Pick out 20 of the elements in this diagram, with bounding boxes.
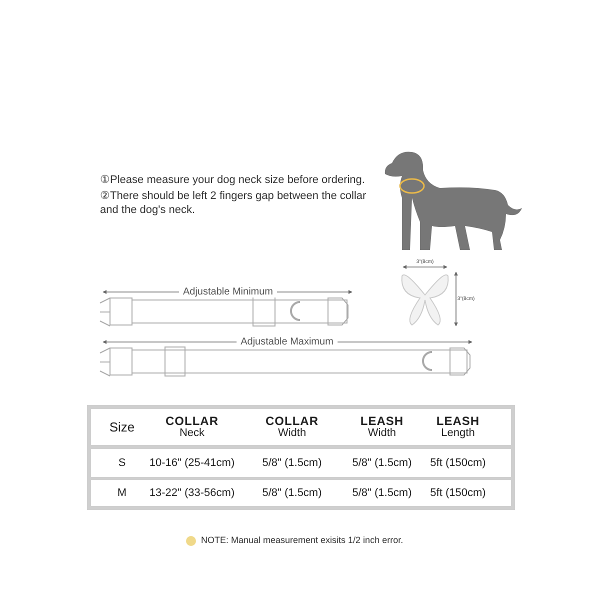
note-text: NOTE: Manual measurement exisits 1/2 inch error. — [201, 535, 404, 545]
dimension-label: Adjustable Minimum — [178, 286, 278, 298]
size-label: M — [117, 487, 127, 499]
column-header: LEASH Length — [436, 415, 480, 439]
dimension-label: Adjustable Maximum — [236, 336, 338, 348]
table-value: 5ft (150cm) — [430, 457, 486, 469]
table-value: 5/8" (1.5cm) — [352, 487, 412, 499]
table-value: 5/8" (1.5cm) — [262, 487, 322, 499]
size-label: S — [118, 457, 126, 469]
table-value: 5/8" (1.5cm) — [262, 457, 322, 469]
column-header: COLLAR Neck — [166, 415, 218, 439]
instruction-text: ①Please measure your dog neck size before ordering. — [100, 173, 366, 187]
column-header: Size — [109, 420, 135, 434]
table-value: 13-22" (33-56cm) — [149, 487, 235, 499]
table-value: 10-16" (25-41cm) — [149, 457, 235, 469]
column-header: LEASH Width — [360, 415, 404, 439]
instruction-text: ②There should be left 2 fingers gap between the collar and the dog's neck. — [100, 189, 368, 217]
column-header: COLLAR Width — [266, 415, 318, 439]
table-value: 5/8" (1.5cm) — [352, 457, 412, 469]
table-value: 5ft (150cm) — [430, 487, 486, 499]
